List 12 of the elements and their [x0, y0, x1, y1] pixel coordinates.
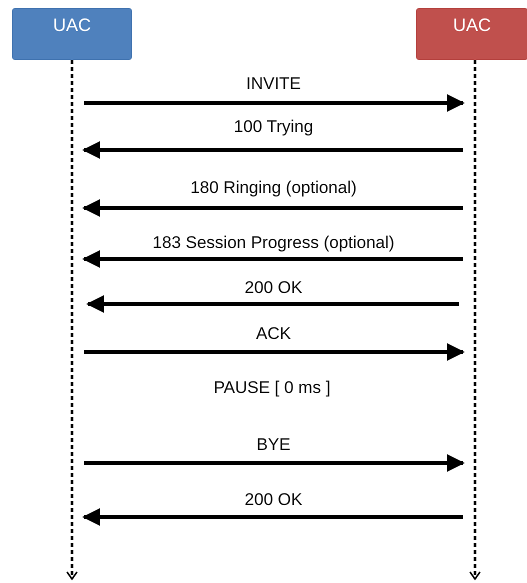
participant-name: UAC	[52, 15, 91, 36]
participant-box	[416, 8, 527, 60]
participant-name: UAC	[452, 15, 491, 36]
message-arrow	[86, 295, 459, 313]
message-arrow	[84, 343, 465, 361]
message-arrow	[82, 199, 463, 217]
message-arrow	[84, 454, 465, 472]
message-arrow	[82, 141, 463, 159]
participant-box	[12, 8, 132, 60]
message-arrow	[82, 508, 463, 526]
message-arrow	[82, 250, 463, 268]
message-arrow	[84, 94, 465, 112]
